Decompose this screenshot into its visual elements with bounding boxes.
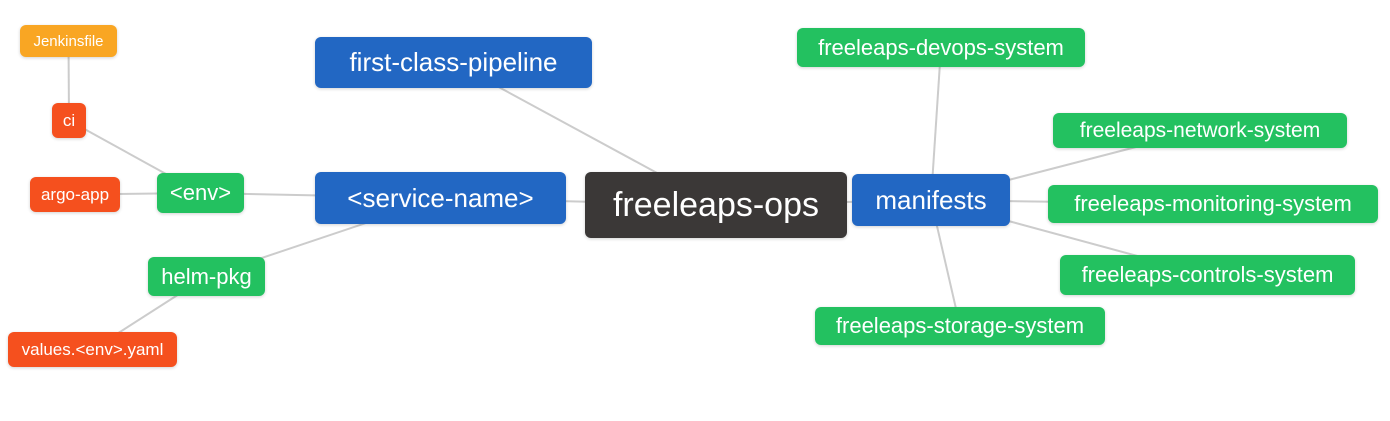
node-env[interactable]: <env>: [157, 173, 244, 213]
node-freeleaps-controls-system[interactable]: freeleaps-controls-system: [1060, 255, 1355, 295]
node-freeleaps-network-system[interactable]: freeleaps-network-system: [1053, 113, 1347, 148]
node-jenkinsfile[interactable]: Jenkinsfile: [20, 25, 117, 57]
node-freeleaps-monitoring-system[interactable]: freeleaps-monitoring-system: [1048, 185, 1378, 223]
node-ci[interactable]: ci: [52, 103, 86, 138]
node-argo-app[interactable]: argo-app: [30, 177, 120, 212]
node-manifests[interactable]: manifests: [852, 174, 1010, 226]
node-freeleaps-devops-system[interactable]: freeleaps-devops-system: [797, 28, 1085, 67]
node-service-name[interactable]: <service-name>: [315, 172, 566, 224]
node-helm-pkg[interactable]: helm-pkg: [148, 257, 265, 296]
node-freeleaps-ops-root[interactable]: freeleaps-ops: [585, 172, 847, 238]
node-first-class-pipeline[interactable]: first-class-pipeline: [315, 37, 592, 88]
node-values-env-yaml[interactable]: values.<env>.yaml: [8, 332, 177, 367]
node-freeleaps-storage-system[interactable]: freeleaps-storage-system: [815, 307, 1105, 345]
